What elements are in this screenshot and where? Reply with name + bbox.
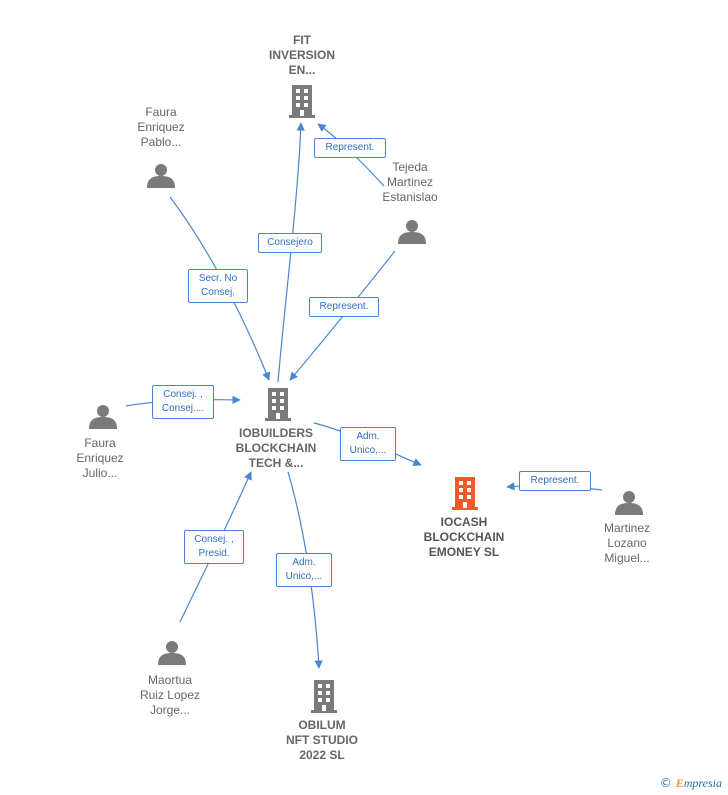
copyright-icon: © xyxy=(659,776,672,790)
edge-label-martinez-iocash[interactable]: Represent. xyxy=(519,471,591,491)
building-icon xyxy=(452,477,478,510)
node-obilum[interactable]: OBILUM NFT STUDIO 2022 SL xyxy=(286,718,358,762)
empresia-watermark[interactable]: ©Empresia xyxy=(660,776,722,791)
person-icon xyxy=(398,220,426,244)
node-tejeda[interactable]: Tejeda Martinez Estanislao xyxy=(382,160,438,204)
edge-tejeda-iob xyxy=(289,250,396,381)
node-martinez-lozano[interactable]: Martinez Lozano Miguel... xyxy=(603,521,650,565)
person-icon xyxy=(158,641,186,665)
edge-label-iob-iocash[interactable]: Adm. Unico,... xyxy=(340,427,396,461)
edge-label-maortua-iob[interactable]: Consej. , Presid. xyxy=(184,530,244,564)
edge-label-julio-iob[interactable]: Consej. , Consej.... xyxy=(152,385,214,419)
node-faura-pablo[interactable]: Faura Enriquez Pablo... xyxy=(137,105,185,149)
node-iobuilders[interactable]: IOBUILDERS BLOCKCHAIN TECH &... xyxy=(235,426,317,470)
building-icon xyxy=(265,388,291,421)
person-icon xyxy=(89,405,117,429)
brand-name: mpresia xyxy=(683,776,722,790)
person-icon xyxy=(147,164,175,188)
person-icon xyxy=(615,491,643,515)
node-fit-inversion[interactable]: FIT INVERSION EN... xyxy=(268,33,335,77)
brand-initial: E xyxy=(675,776,684,790)
edge-label-iob-obilum[interactable]: Adm. Unico,... xyxy=(276,553,332,587)
building-icon xyxy=(289,85,315,118)
edge-label-iob-fit[interactable]: Consejero xyxy=(258,233,322,253)
edge-label-pablo-iob[interactable]: Secr. No Consej. xyxy=(188,269,248,303)
node-maortua[interactable]: Maortua Ruiz Lopez Jorge... xyxy=(139,673,201,717)
building-icon xyxy=(311,680,337,713)
node-faura-julio[interactable]: Faura Enriquez Julio... xyxy=(76,436,124,480)
node-iocash[interactable]: IOCASH BLOCKCHAIN EMONEY SL xyxy=(423,515,505,559)
edge-label-tejeda-iob[interactable]: Represent. xyxy=(309,297,379,317)
edge-label-tejeda-fit[interactable]: Represent. xyxy=(314,138,386,158)
